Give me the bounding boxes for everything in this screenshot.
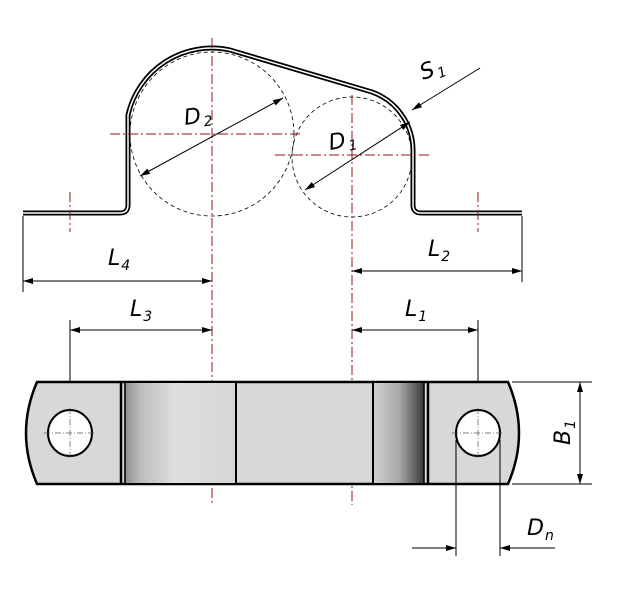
clamp-profile (23, 45, 522, 216)
d1-dimension-line (304, 121, 411, 191)
d2-label: D2 (182, 102, 213, 133)
clamp-profile-inner (23, 47, 522, 214)
l3-label: L3 (130, 297, 152, 325)
l4-label: L4 (108, 246, 130, 274)
b1-label: B1 (551, 420, 579, 445)
side-view (23, 45, 522, 218)
l1-label: L1 (405, 297, 427, 325)
l2-label: L2 (428, 237, 450, 265)
s1-label: S1 (417, 54, 450, 88)
s1-leader-line (411, 67, 481, 111)
dn-label: Dn (527, 516, 554, 544)
d1-label: D1 (327, 126, 359, 157)
d2-dimension-line (139, 97, 284, 177)
top-view (24, 380, 521, 486)
